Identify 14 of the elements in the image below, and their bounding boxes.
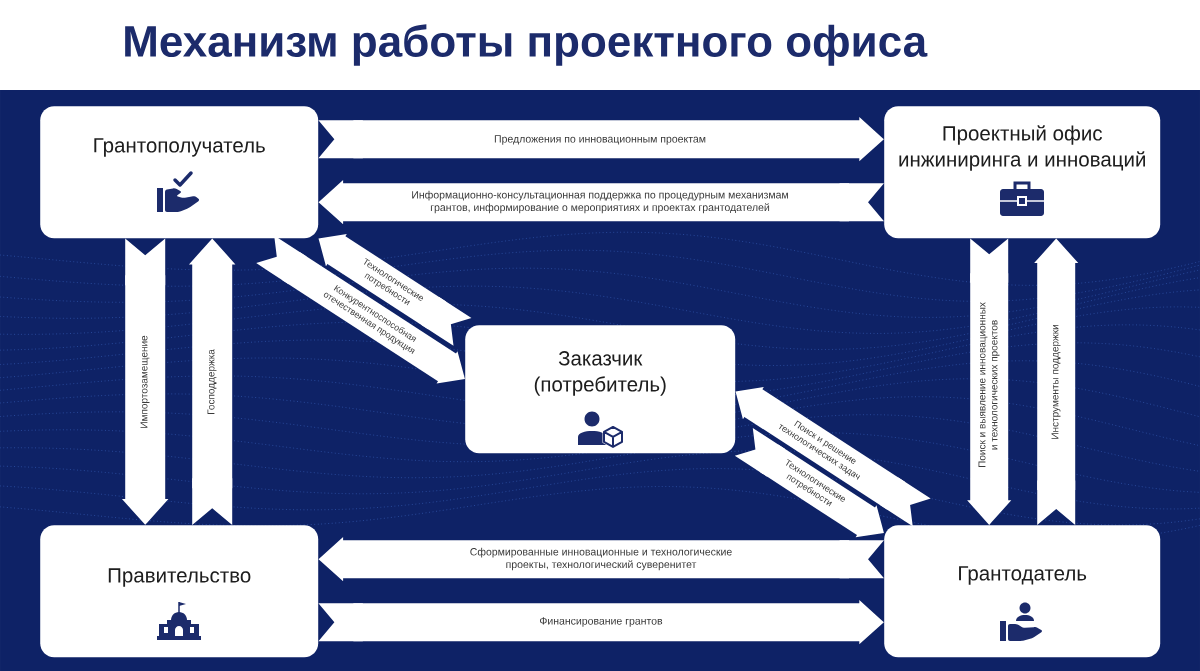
entity-box: Проектный офис инжиниринга и инноваций: [884, 106, 1161, 239]
edge-label: Поиск и выявление инновационных и технологических проектов: [978, 302, 1000, 468]
edge-label: Импортозамещение: [140, 335, 150, 428]
entity-box: Грантополучатель: [40, 106, 319, 239]
edge-label: Предложения по инновационным проектам: [494, 135, 706, 145]
edge-label: Финансирование грантов: [540, 617, 663, 627]
edge-label: Господдержка: [207, 349, 217, 414]
title: Механизм работы проектного офиса: [125, 24, 928, 66]
edge-label: Инструменты поддержки: [1051, 325, 1061, 439]
entity-box: Грантодатель: [884, 525, 1161, 658]
entity-box: Правительство: [40, 525, 319, 658]
edge-label: Сформированные инновационные и технологические проекты, технологический суверенитет: [470, 547, 732, 571]
edge-label: Информационно-консультационная поддержка по процедурным механизмам грантов, информирование о мероприятиях и проектах грантодателей: [412, 190, 788, 214]
entity-box: Заказчик (потребитель): [465, 325, 736, 454]
